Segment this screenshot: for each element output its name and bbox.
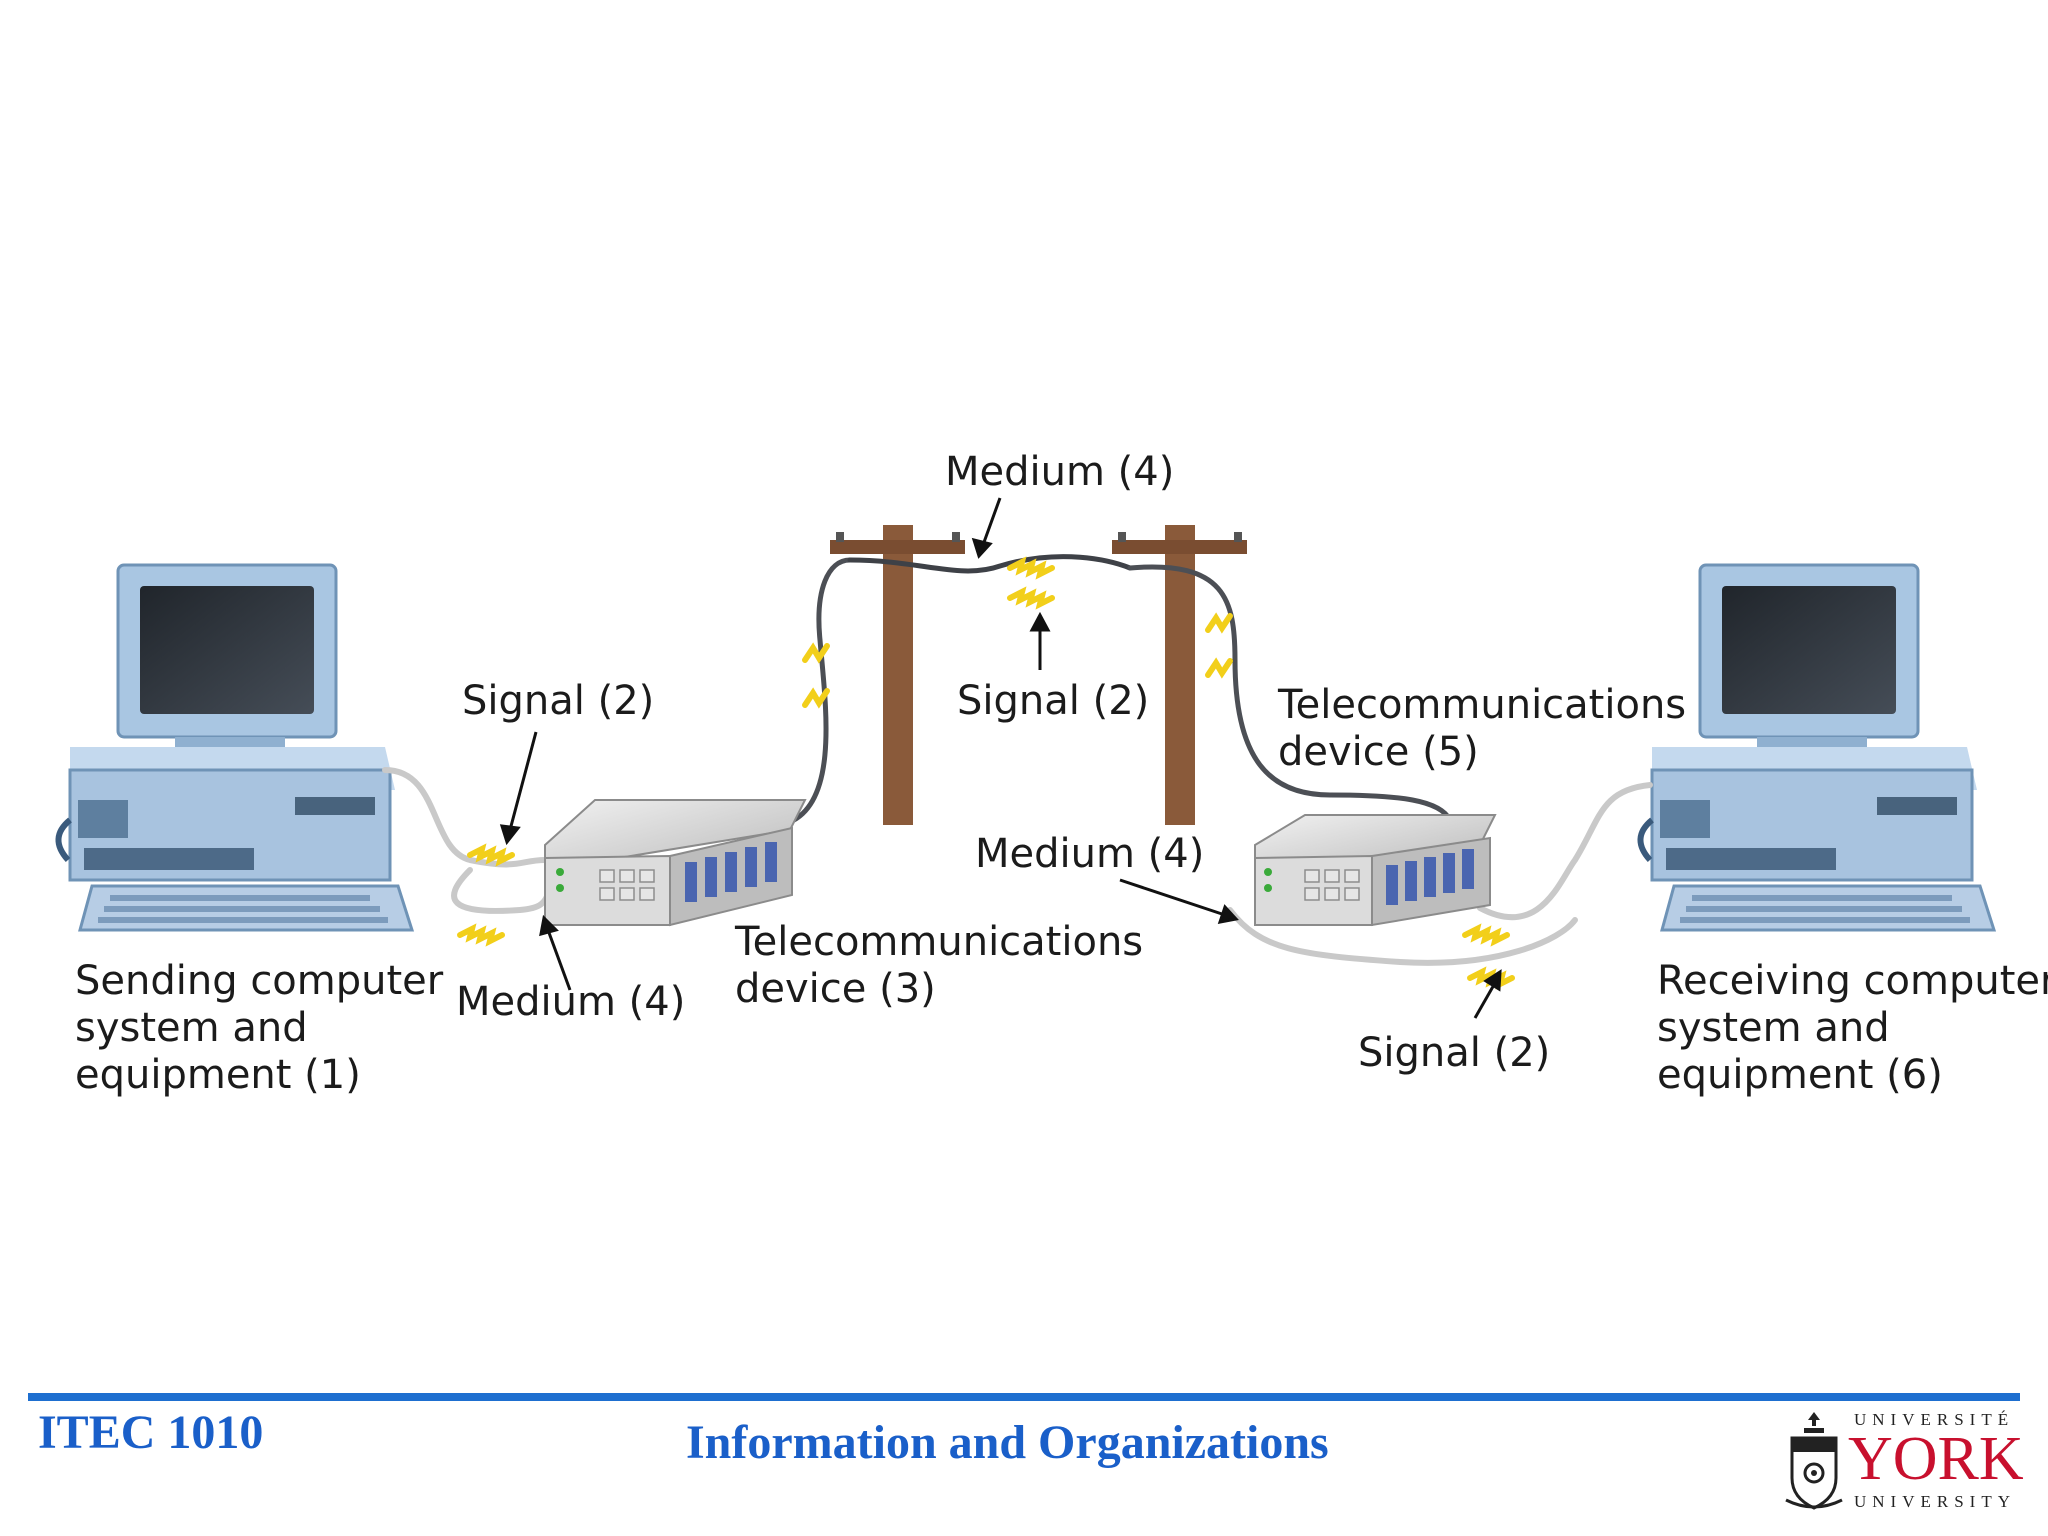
footer-divider (28, 1393, 2020, 1401)
course-code: ITEC 1010 (38, 1406, 264, 1459)
label-medium-left: Medium (4) (456, 979, 685, 1025)
label-telecom-device-5: Telecommunications (1277, 682, 1686, 728)
telephone-pole-left-icon (830, 525, 965, 825)
sending-computer-icon (55, 563, 415, 932)
label-receiving-line3: equipment (6) (1657, 1052, 1943, 1098)
telephone-pole-right-icon (1112, 525, 1247, 825)
label-signal-center: Signal (2) (957, 678, 1149, 724)
medium-cables (382, 554, 1653, 966)
label-medium-top: Medium (4) (945, 449, 1174, 495)
york-university-logo: UNIVERSITÉ YORK UNIVERSITY (1782, 1408, 2024, 1518)
label-sending-line2: system and (75, 1005, 308, 1051)
pointer-arrows (499, 497, 1502, 1019)
logo-bottom-text: UNIVERSITY (1854, 1492, 2016, 1511)
telecommunications-device-5-icon (1254, 814, 1497, 927)
label-signal-left: Signal (2) (462, 678, 654, 724)
telecommunications-device-3-icon (544, 799, 807, 927)
logo-top-text: UNIVERSITÉ (1854, 1410, 2015, 1429)
label-signal-right: Signal (2) (1358, 1030, 1550, 1076)
label-receiving-line2: system and (1657, 1005, 1890, 1051)
label-sending-line3: equipment (1) (75, 1052, 361, 1098)
label-sending-line1: Sending computer (75, 958, 444, 1004)
receiving-computer-icon (1637, 563, 1997, 932)
label-medium-right: Medium (4) (975, 831, 1204, 877)
label-telecom-device-5-line2: device (5) (1278, 729, 1479, 775)
logo-name-text: YORK (1848, 1425, 2024, 1493)
label-receiving-line1: Receiving computer (1657, 958, 2048, 1004)
course-title: Information and Organizations (686, 1416, 1329, 1469)
york-crest-icon (1785, 1412, 1843, 1510)
label-telecom-device-3: Telecommunications (734, 919, 1143, 965)
label-telecom-device-3-line2: device (3) (735, 966, 936, 1012)
